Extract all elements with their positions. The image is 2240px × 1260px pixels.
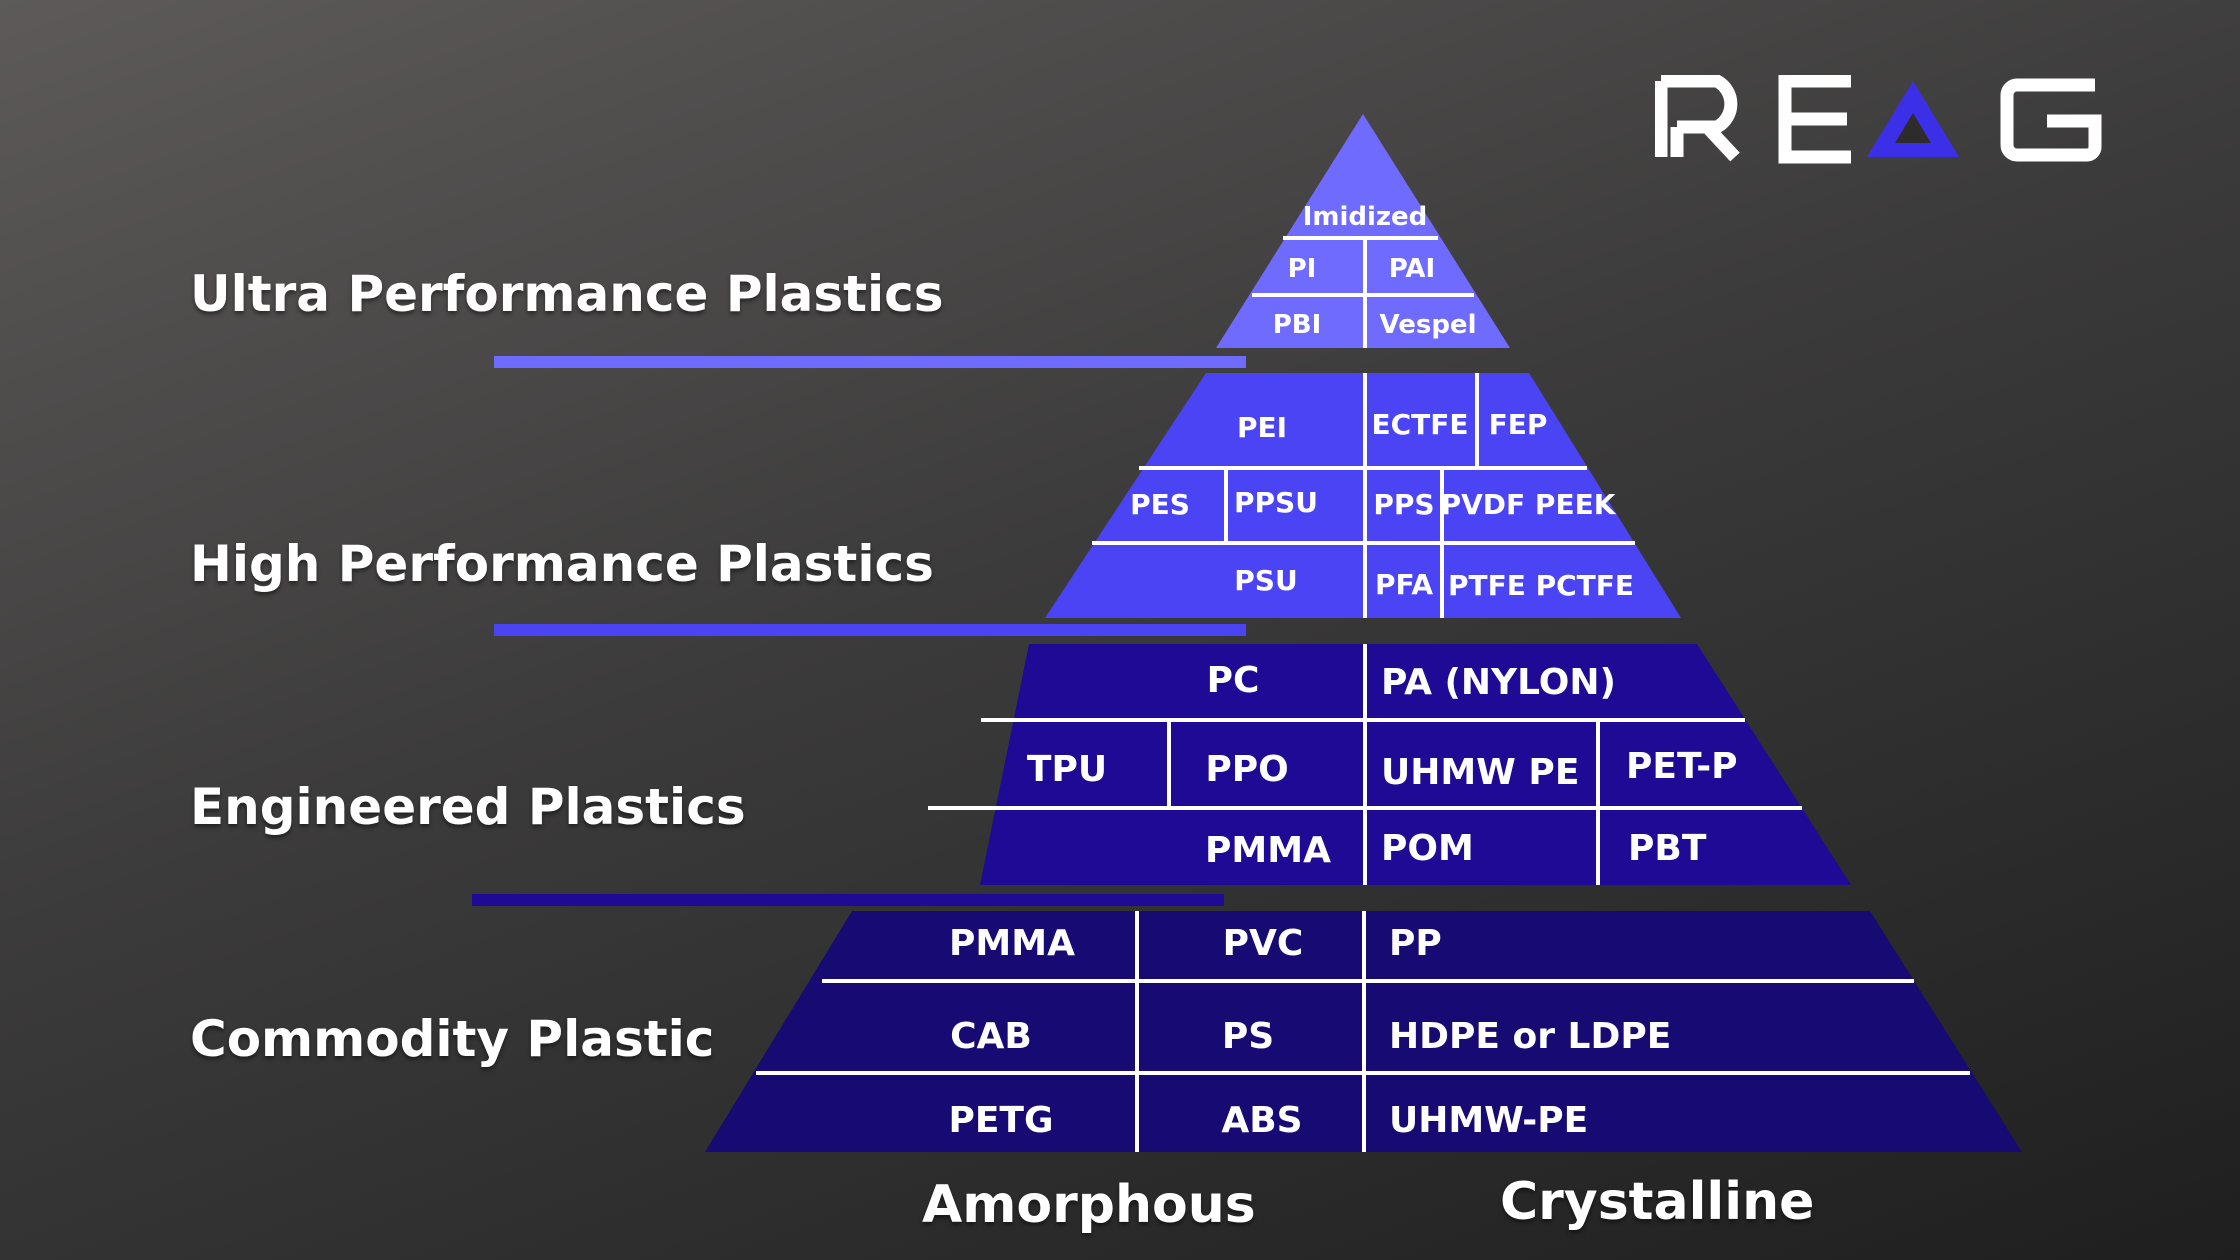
cell-uhmw-pe: UHMW PE (1381, 752, 1579, 793)
engineered-underline (472, 894, 1224, 906)
cell-pc: PC (1207, 660, 1260, 701)
axis-crystalline-label: Crystalline (1500, 1172, 1815, 1232)
cell-uhmw-pe-commodity: UHMW-PE (1389, 1100, 1588, 1141)
cell-pvc: PVC (1223, 923, 1304, 964)
cell-imidized: Imidized (1303, 202, 1428, 232)
cell-pom: POM (1381, 828, 1474, 869)
cell-pbi: PBI (1273, 310, 1322, 340)
tier-engineered (980, 644, 1851, 885)
cell-pei: PEI (1237, 411, 1287, 444)
cell-ppsu: PPSU (1234, 486, 1318, 519)
cell-pmma-engineered: PMMA (1205, 830, 1331, 871)
ultra-underline (494, 356, 1246, 368)
cell-pp: PP (1389, 923, 1442, 964)
cell-dividers (756, 236, 1970, 1152)
cell-pi: PI (1288, 254, 1317, 284)
cell-pmma-commodity: PMMA (949, 923, 1075, 964)
cell-petg: PETG (948, 1100, 1053, 1141)
reag-logo (1654, 74, 2175, 169)
cell-ptfe-pctfe: PTFE PCTFE (1448, 569, 1634, 602)
logo-letter-e (1778, 74, 1851, 164)
category-commodity-label: Commodity Plastic (190, 1010, 715, 1068)
category-ultra-label: Ultra Performance Plastics (190, 265, 944, 323)
cell-pps: PPS (1373, 488, 1434, 521)
cell-pvdf-peek: PVDF PEEK (1441, 488, 1617, 521)
cell-pes: PES (1130, 488, 1190, 521)
cell-vespel: Vespel (1380, 310, 1477, 340)
cell-ps: PS (1222, 1016, 1274, 1057)
logo-letter-r (1654, 74, 1740, 162)
cell-abs: ABS (1221, 1100, 1302, 1141)
cell-fep: FEP (1489, 408, 1548, 441)
category-engineered-label: Engineered Plastics (190, 778, 746, 836)
cell-pfa: PFA (1375, 568, 1433, 601)
cell-cab: CAB (950, 1016, 1032, 1057)
cell-pet-p: PET-P (1626, 746, 1738, 787)
logo-letter-g (2000, 78, 2102, 162)
high-underline (494, 624, 1246, 636)
cell-ppo: PPO (1205, 749, 1288, 790)
axis-amorphous-label: Amorphous (922, 1175, 1256, 1235)
cell-tpu: TPU (1027, 749, 1107, 790)
cell-pa-nylon: PA (NYLON) (1381, 662, 1616, 703)
cell-hdpe-ldpe: HDPE or LDPE (1389, 1016, 1671, 1057)
cell-pai: PAI (1389, 254, 1435, 284)
cell-pbt: PBT (1628, 828, 1707, 869)
cell-ectfe: ECTFE (1371, 408, 1468, 441)
cell-psu: PSU (1234, 564, 1297, 597)
category-high-label: High Performance Plastics (190, 535, 934, 593)
tier-ultra (1216, 114, 1510, 348)
